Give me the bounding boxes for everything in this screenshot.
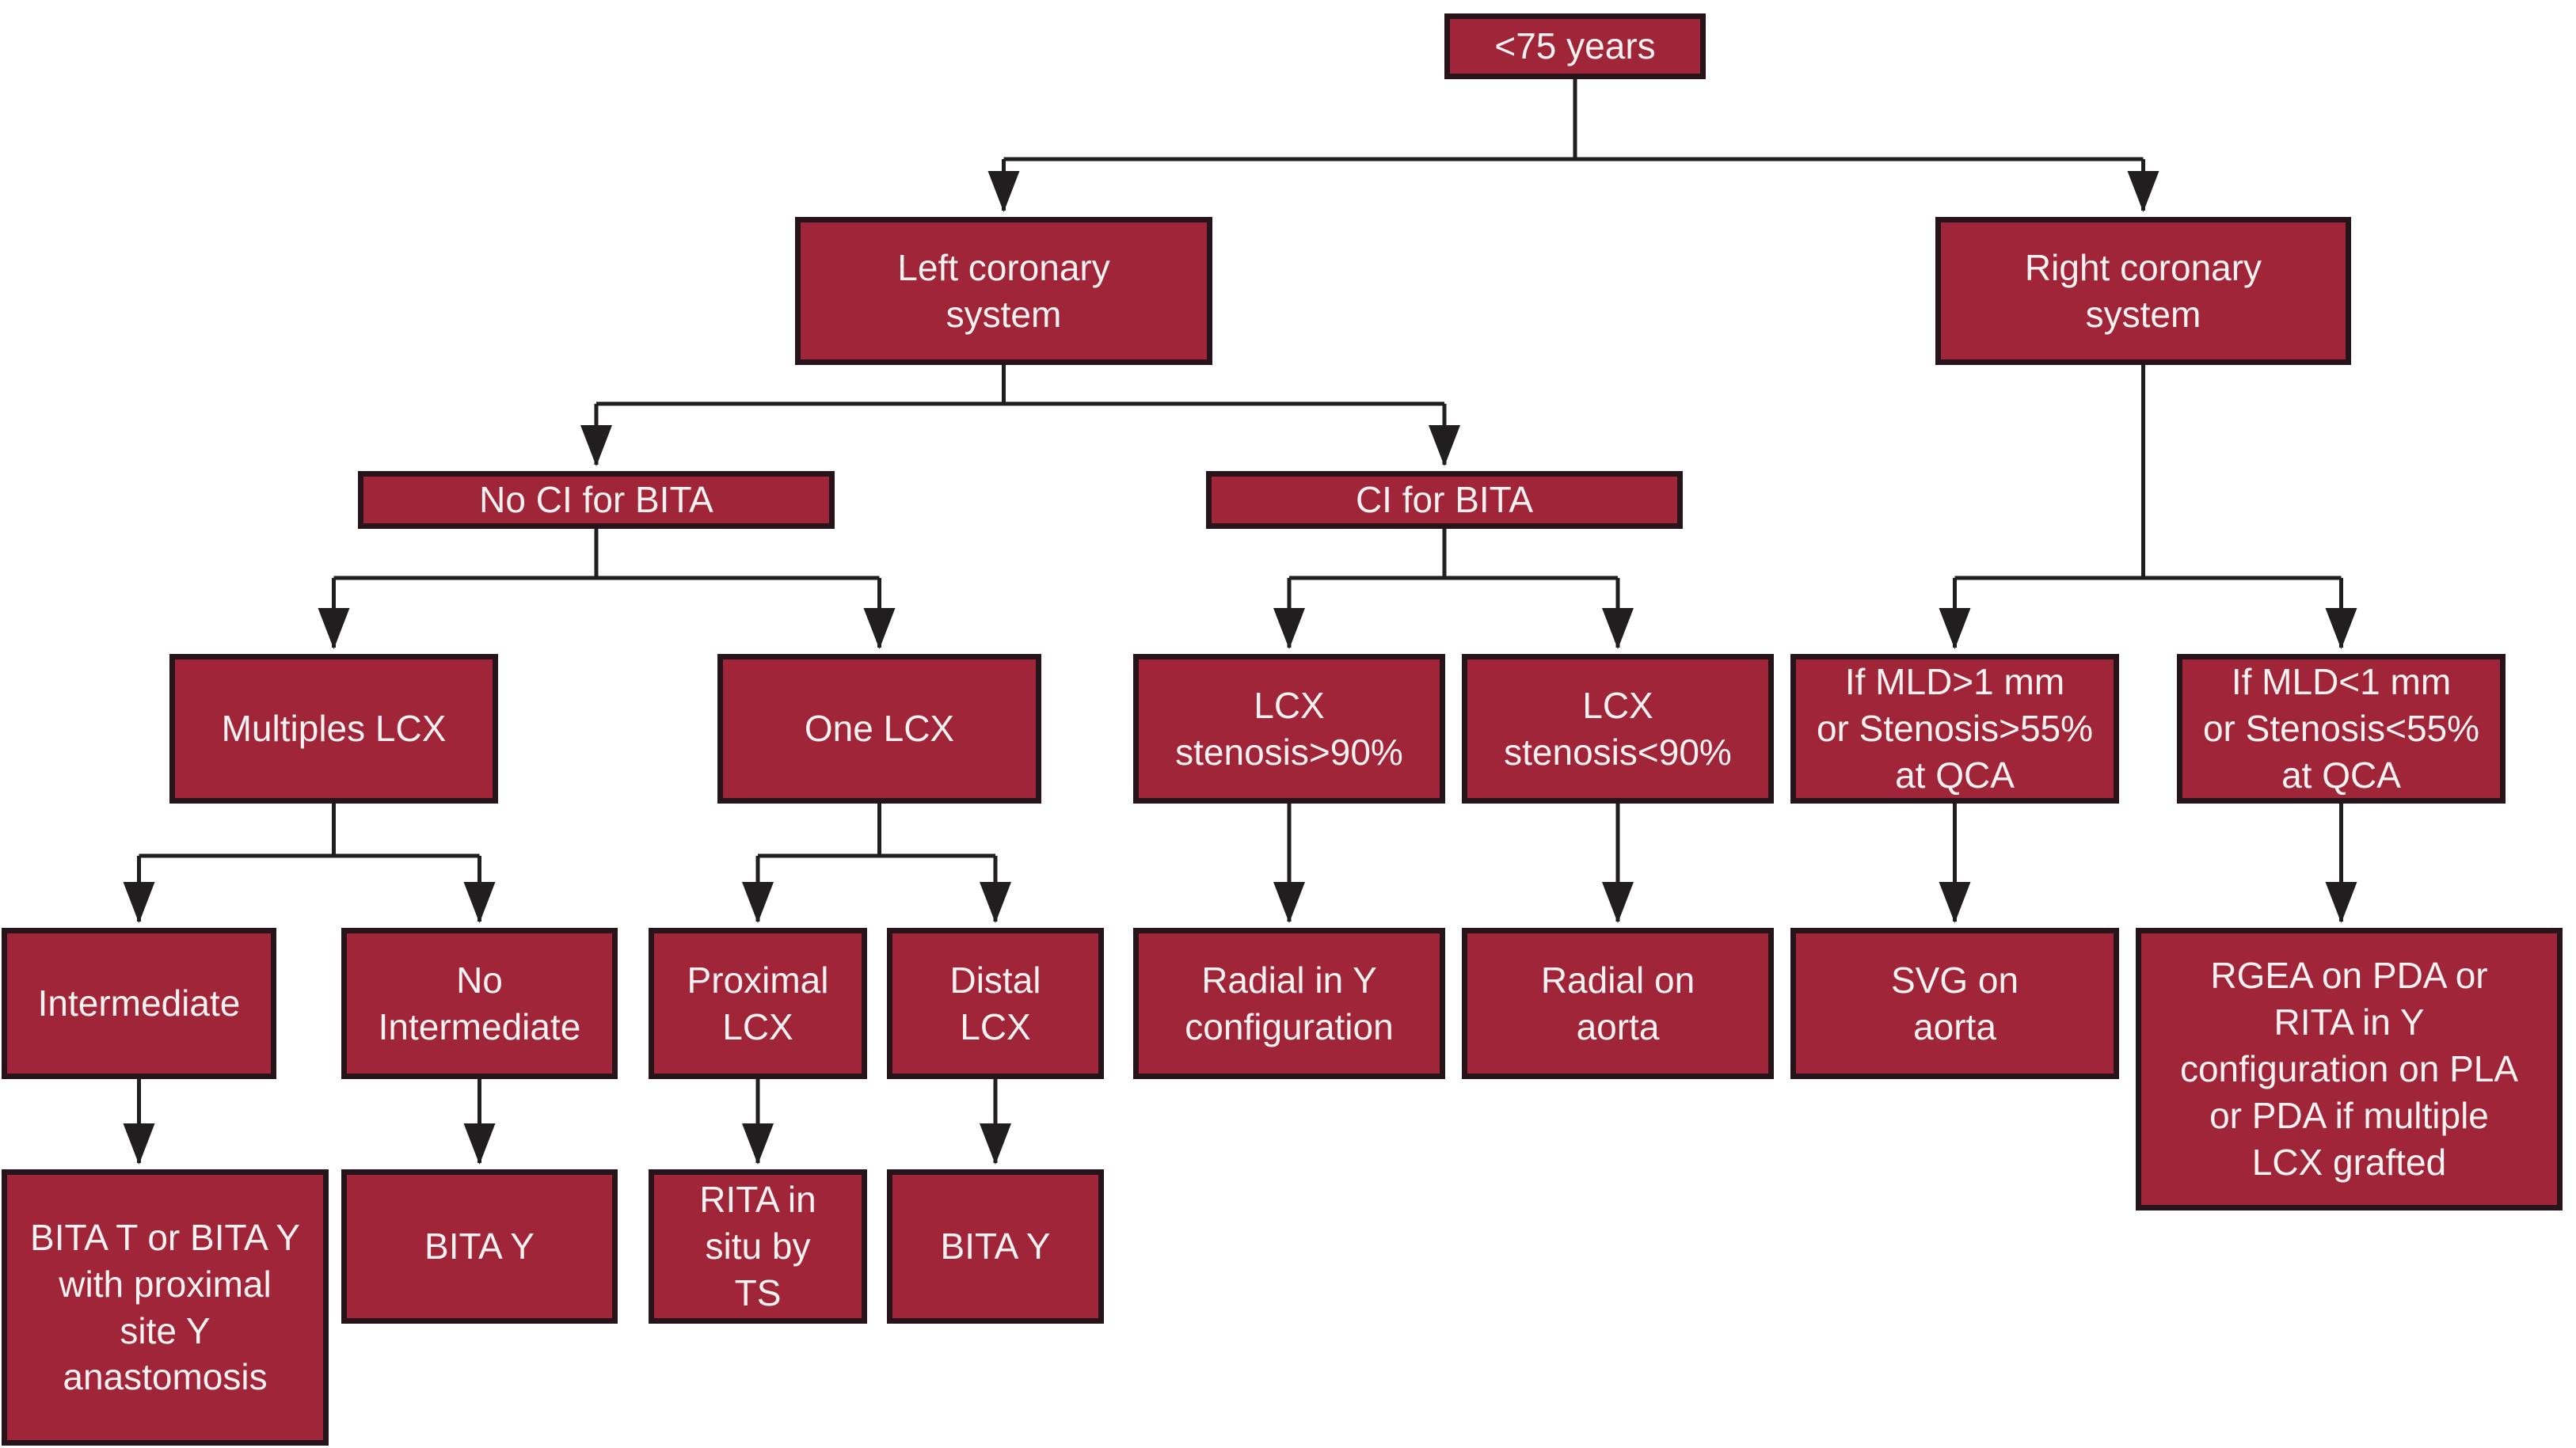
node-proximal-lcx: Proximal LCX [649, 928, 867, 1079]
node-no-ci-for-bita: No CI for BITA [358, 471, 835, 529]
node-intermediate: Intermediate [2, 928, 276, 1079]
node-svg-on-aorta: SVG on aorta [1790, 928, 2119, 1079]
node-one-lcx: One LCX [717, 654, 1041, 804]
node-bita-y-left: BITA Y [341, 1169, 618, 1324]
node-right-coronary-system: Right coronary system [1935, 217, 2351, 365]
node-bita-t-or-bita-y: BITA T or BITA Y with proximal site Y an… [2, 1169, 329, 1446]
node-distal-lcx: Distal LCX [887, 928, 1104, 1079]
node-left-coronary-system: Left coronary system [795, 217, 1212, 365]
node-lcx-stenosis-gt90: LCX stenosis>90% [1133, 654, 1445, 804]
node-mld-gt1-qca: If MLD>1 mm or Stenosis>55% at QCA [1790, 654, 2119, 804]
node-radial-on-aorta: Radial on aorta [1462, 928, 1774, 1079]
node-mld-lt1-qca: If MLD<1 mm or Stenosis<55% at QCA [2177, 654, 2506, 804]
node-radial-in-y: Radial in Y configuration [1133, 928, 1445, 1079]
node-lcx-stenosis-lt90: LCX stenosis<90% [1462, 654, 1774, 804]
node-ci-for-bita: CI for BITA [1206, 471, 1683, 529]
node-bita-y-right: BITA Y [887, 1169, 1104, 1324]
node-rita-in-situ: RITA in situ by TS [649, 1169, 867, 1324]
node-age-criterion: <75 years [1444, 13, 1706, 79]
node-multiples-lcx: Multiples LCX [169, 654, 498, 804]
node-rgea-on-pda: RGEA on PDA or RITA in Y configuration o… [2136, 928, 2563, 1210]
node-no-intermediate: No Intermediate [341, 928, 618, 1079]
